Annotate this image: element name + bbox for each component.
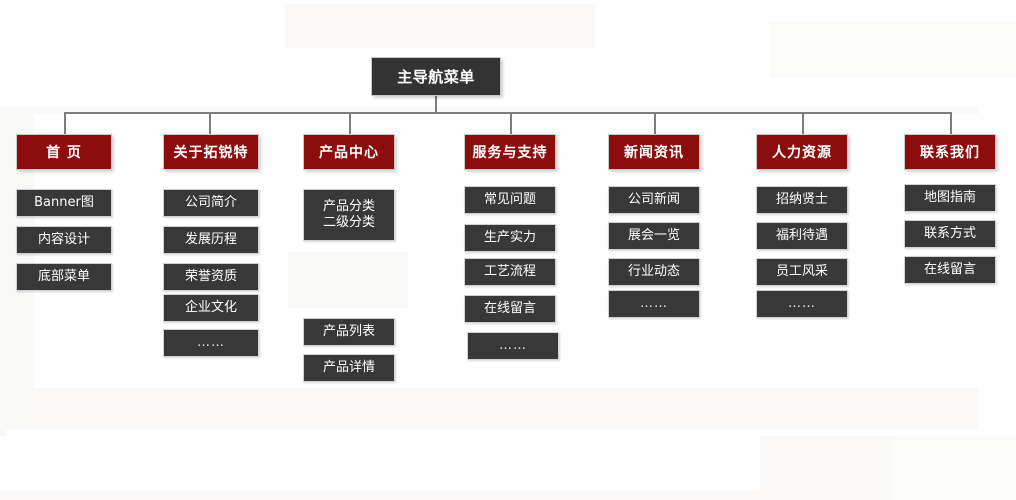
background-patch-rightcol — [890, 436, 1016, 500]
node-about-culture[interactable]: 企业文化 — [163, 294, 259, 322]
column-header-products[interactable]: 产品中心 — [303, 134, 395, 170]
node-service-faq[interactable]: 常见问题 — [464, 186, 556, 214]
node-news-industry[interactable]: 行业动态 — [608, 258, 700, 286]
node-about-more[interactable]: …… — [163, 329, 259, 357]
column-header-contact[interactable]: 联系我们 — [904, 134, 996, 170]
root-node-main-nav[interactable]: 主导航菜单 — [371, 57, 501, 96]
node-contact-map[interactable]: 地图指南 — [904, 184, 996, 212]
connector-drop-7 — [950, 112, 952, 134]
connector-drop-4 — [510, 112, 512, 134]
node-news-exhibitions[interactable]: 展会一览 — [608, 222, 700, 250]
background-patch-bottomwhite — [0, 436, 760, 490]
background-patch-topright — [770, 22, 1016, 78]
node-hr-recruitment[interactable]: 招纳贤士 — [756, 186, 848, 214]
node-contact-info[interactable]: 联系方式 — [904, 220, 996, 248]
node-hr-benefits[interactable]: 福利待遇 — [756, 222, 848, 250]
background-patch-top — [285, 4, 595, 48]
node-news-company[interactable]: 公司新闻 — [608, 186, 700, 214]
node-home-banner[interactable]: Banner图 — [16, 189, 112, 217]
column-header-about[interactable]: 关于拓锐特 — [163, 134, 259, 170]
node-service-capacity[interactable]: 生产实力 — [464, 224, 556, 252]
connector-drop-3 — [349, 112, 351, 134]
connector-drop-6 — [802, 112, 804, 134]
node-home-footer-menu[interactable]: 底部菜单 — [16, 263, 112, 291]
column-header-hr[interactable]: 人力资源 — [756, 134, 848, 170]
column-header-service[interactable]: 服务与支持 — [464, 134, 556, 170]
node-hr-more[interactable]: …… — [756, 290, 848, 318]
node-about-honors[interactable]: 荣誉资质 — [163, 263, 259, 291]
node-products-categories[interactable]: 产品分类 二级分类 — [303, 189, 395, 241]
background-patch-mid — [34, 106, 978, 114]
background-patch-lower — [34, 388, 978, 436]
node-service-more[interactable]: …… — [467, 332, 559, 360]
connector-drop-5 — [654, 112, 656, 134]
connector-bus — [64, 112, 952, 114]
node-products-detail[interactable]: 产品详情 — [303, 354, 395, 382]
node-service-process[interactable]: 工艺流程 — [464, 258, 556, 286]
background-patch-bottomwhite2 — [6, 430, 1016, 436]
column-header-home[interactable]: 首 页 — [16, 134, 112, 170]
node-about-profile[interactable]: 公司简介 — [163, 189, 259, 217]
node-home-content[interactable]: 内容设计 — [16, 226, 112, 254]
connector-drop-2 — [209, 112, 211, 134]
node-hr-staff[interactable]: 员工风采 — [756, 258, 848, 286]
node-news-more[interactable]: …… — [608, 290, 700, 318]
node-about-history[interactable]: 发展历程 — [163, 226, 259, 254]
connector-drop-1 — [64, 112, 66, 134]
node-products-list[interactable]: 产品列表 — [303, 318, 395, 346]
node-contact-message[interactable]: 在线留言 — [904, 256, 996, 284]
background-patch-prodgap — [288, 252, 408, 308]
connector-root-stem — [435, 96, 437, 114]
node-service-message[interactable]: 在线留言 — [464, 295, 556, 323]
column-header-news[interactable]: 新闻资讯 — [608, 134, 700, 170]
